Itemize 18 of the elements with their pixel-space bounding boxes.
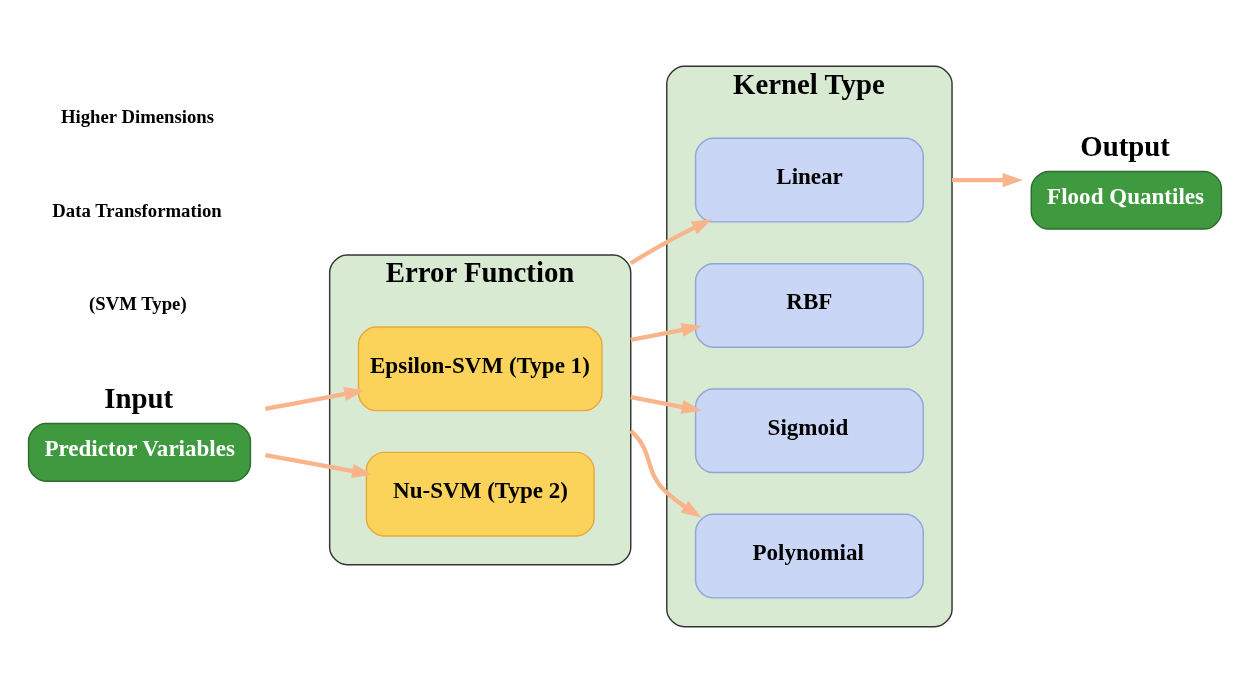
- arrow: [952, 173, 1023, 188]
- arrow: [629, 429, 702, 518]
- arrow: [264, 452, 373, 478]
- arrow: [264, 387, 365, 411]
- label: Data Transformation: [52, 199, 222, 221]
- label: Higher Dimensions: [60, 106, 215, 128]
- arrow: [629, 219, 713, 266]
- node-box: Nu-SVM (Type 2): [365, 451, 595, 537]
- node-box: Polynomial: [694, 513, 924, 599]
- node-box: Linear: [694, 137, 924, 223]
- node-label: Output: [1080, 129, 1170, 162]
- node-box: RBF: [694, 262, 924, 348]
- arrow: [630, 395, 702, 414]
- node-box: Epsilon-SVM (Type 1): [357, 326, 603, 412]
- label: (SVM Type): [89, 293, 187, 315]
- node-label: Input: [104, 381, 174, 414]
- node-box: Sigmoid: [694, 388, 924, 474]
- arrow: [630, 322, 702, 342]
